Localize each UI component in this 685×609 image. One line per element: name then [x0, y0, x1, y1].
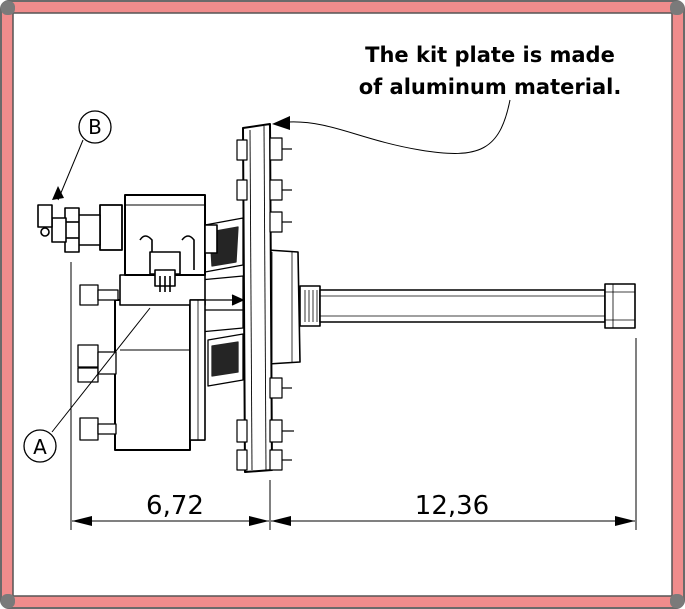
dim-arrow-left-start: [72, 516, 92, 526]
dimension-right-value: 12,36: [415, 491, 489, 521]
callout-a-label: A: [33, 435, 47, 459]
dim-arrow-right-end: [615, 516, 635, 526]
dim-arrow-right-start: [271, 516, 291, 526]
note-line-1: The kit plate is made: [365, 43, 615, 67]
valve-block: [124, 194, 218, 292]
note-leader-arrow: [272, 116, 290, 130]
dim-arrow-left-end: [249, 516, 269, 526]
cylinder-body: [114, 274, 206, 451]
callout-b-arrow: [52, 186, 64, 200]
note-line-2: of aluminum material.: [358, 75, 622, 99]
callout-b-circle: [78, 110, 112, 144]
callout-a-circle: [23, 429, 57, 463]
hub: [267, 249, 301, 365]
kit-plate: [236, 123, 294, 473]
dimension-left-value: 6,72: [146, 491, 204, 521]
shaft-knurl: [304, 290, 318, 322]
shaft: [299, 283, 636, 329]
callout-b-leader: [57, 139, 84, 201]
note-leader: [287, 99, 511, 154]
fitting-nut: [37, 204, 123, 253]
callout-a-leader: [51, 307, 151, 433]
callout-b-label: B: [88, 115, 102, 139]
plate-bolts: [236, 137, 294, 471]
